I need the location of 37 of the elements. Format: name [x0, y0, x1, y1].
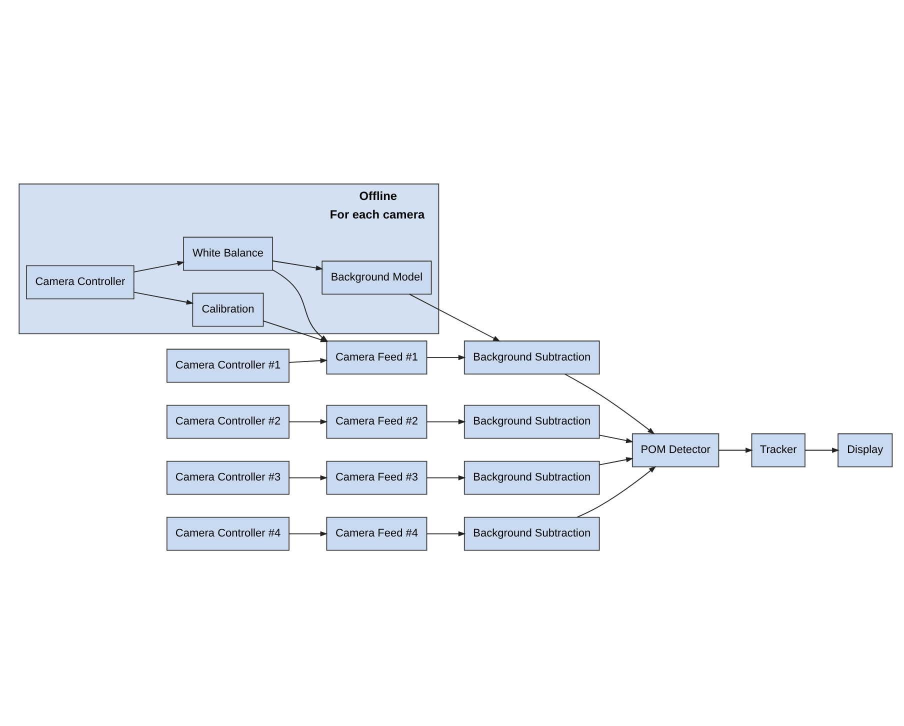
node-box: Camera Feed #4: [326, 516, 428, 550]
arrow: [272, 260, 324, 270]
node-box: Calibration: [192, 292, 264, 326]
node-box: Camera Feed #2: [326, 404, 428, 438]
node-box: Camera Controller #2: [166, 404, 290, 438]
node-box: POM Detector: [632, 432, 720, 467]
arrow: [408, 293, 500, 342]
arrow: [804, 447, 840, 452]
arrow: [288, 474, 328, 480]
node-box: Background Model: [322, 260, 432, 294]
node-box: Camera Controller #1: [166, 348, 290, 382]
arrow: [718, 447, 753, 452]
node-box: Camera Controller #4: [166, 516, 290, 550]
arrow: [426, 474, 466, 480]
node-box: Background Subtraction: [464, 340, 600, 374]
node-box: Camera Controller #3: [166, 460, 290, 494]
node-box: Camera Controller: [26, 264, 134, 299]
arrow: [564, 373, 655, 434]
node-box: Camera Feed #3: [326, 460, 428, 494]
node-box: Display: [838, 432, 893, 467]
arrow: [288, 530, 328, 536]
node-box: White Balance: [183, 236, 273, 270]
arrow: [426, 354, 466, 360]
arrow: [288, 418, 328, 424]
arrow: [599, 456, 634, 465]
arrow: [576, 466, 656, 518]
arrow: [599, 434, 634, 443]
arrow: [426, 530, 466, 536]
arrow: [288, 358, 328, 363]
arrow: [134, 260, 185, 272]
node-box: Background Subtraction: [464, 460, 600, 494]
node-box: Camera Feed #1: [326, 340, 428, 374]
arrow: [426, 418, 466, 424]
node-box: Tracker: [751, 432, 806, 467]
node-box: Background Subtraction: [464, 516, 600, 550]
arrow: [134, 291, 194, 304]
node-box: Background Subtraction: [464, 404, 600, 438]
